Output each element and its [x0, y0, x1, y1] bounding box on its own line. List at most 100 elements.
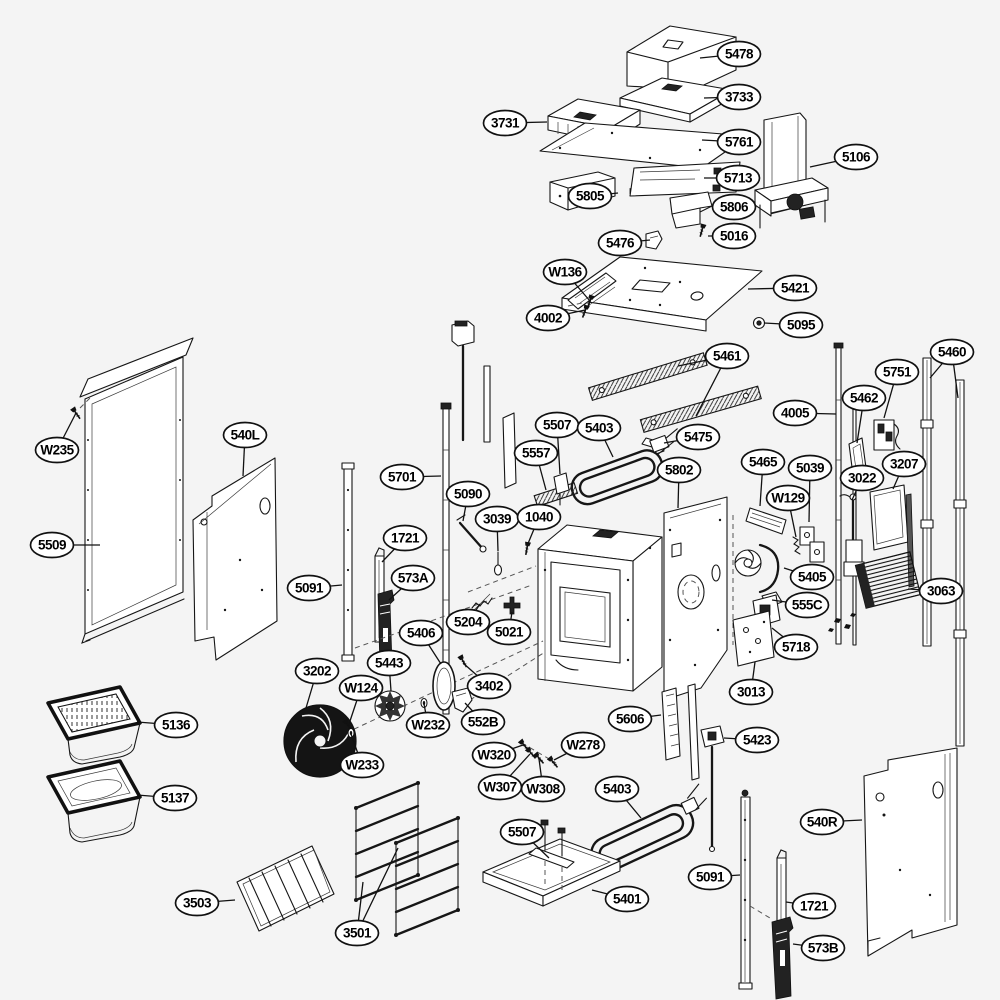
part-oven-cavity	[537, 524, 663, 692]
part-latch-5465	[745, 507, 787, 535]
callout-540l-30: 540L	[222, 421, 268, 477]
part-number-oval	[778, 311, 824, 339]
part-number-oval	[334, 919, 380, 947]
callout-w308-60: W308	[520, 758, 566, 803]
part-number-oval	[516, 503, 562, 531]
part-rail-5091-left	[341, 462, 355, 662]
part-number-oval	[841, 384, 887, 412]
part-number-text: 5106	[842, 150, 871, 165]
part-number-text: 3731	[491, 116, 520, 131]
callout-5106-9: 5106	[809, 143, 879, 171]
assembly-dash-lines	[304, 565, 557, 764]
part-number-text: 3063	[927, 584, 956, 599]
part-number-text: 5751	[883, 365, 912, 380]
callout-1721-69: 1721	[785, 892, 837, 920]
part-number-text: 5204	[454, 615, 483, 630]
part-strip-mid-b	[502, 412, 517, 489]
callout-3202-47: 3202	[294, 657, 340, 709]
callout-5606-55: 5606	[607, 705, 662, 733]
part-number-oval	[715, 164, 761, 192]
callout-5806-6: 5806	[711, 193, 757, 221]
part-number-text: 3501	[343, 926, 372, 941]
part-number-oval	[482, 109, 528, 137]
part-probe-5423	[700, 725, 725, 853]
part-number-text: 5137	[161, 791, 189, 806]
part-number-text: 5401	[613, 892, 642, 907]
part-number-oval	[711, 222, 757, 250]
callout-540r-63: 540R	[799, 808, 863, 836]
callout-5718-42: 5718	[771, 627, 819, 661]
part-number-text: 5476	[606, 236, 635, 251]
part-number-oval	[833, 143, 879, 171]
callout-5423-58: 5423	[723, 726, 780, 754]
part-number-text: 3039	[483, 512, 511, 527]
part-number-text: 5403	[603, 782, 632, 797]
part-number-oval	[222, 421, 268, 449]
part-grommet-5095	[752, 316, 766, 330]
part-screw-5016	[696, 222, 708, 239]
part-number-oval	[765, 484, 811, 512]
callout-5802-23: 5802	[656, 456, 702, 509]
part-number-oval	[716, 128, 762, 156]
part-number-oval	[294, 657, 340, 685]
part-number-text: 5761	[725, 135, 754, 150]
part-broil-pan-5137	[46, 759, 142, 843]
part-number-oval	[576, 414, 622, 442]
callout-3733-1: 3733	[703, 83, 762, 111]
part-number-oval	[687, 863, 733, 891]
part-number-text: W124	[344, 681, 378, 696]
callout-w232-51: W232	[405, 703, 451, 739]
part-number-text: W308	[526, 782, 560, 797]
part-number-text: 5507	[543, 418, 571, 433]
part-number-oval	[800, 934, 846, 962]
part-number-oval	[918, 577, 964, 605]
part-gasket-ring-5406	[432, 661, 456, 711]
part-number-text: 552B	[468, 715, 499, 730]
part-number-text: 5403	[585, 421, 614, 436]
part-number-oval	[153, 711, 199, 739]
callout-5016-8: 5016	[708, 222, 757, 250]
callout-1040-34: 1040	[516, 503, 562, 547]
part-number-text: 5507	[508, 825, 536, 840]
callout-573a-37: 573A	[388, 564, 436, 601]
part-number-oval	[597, 229, 643, 257]
part-number-oval	[398, 619, 444, 647]
callout-3402-50: 3402	[462, 662, 512, 700]
part-number-text: 1721	[391, 531, 420, 546]
callout-3039-33: 3039	[474, 505, 520, 552]
part-number-oval	[704, 342, 750, 370]
part-strip-mid-a	[483, 365, 491, 443]
leader-line	[356, 847, 399, 934]
callout-3501-68: 3501	[334, 847, 399, 947]
part-number-text: 4005	[781, 406, 810, 421]
part-number-oval	[773, 633, 819, 661]
part-grille-3063	[854, 551, 922, 609]
part-number-text: 540R	[807, 815, 838, 830]
callout-5462-18: 5462	[841, 384, 887, 444]
part-number-oval	[513, 439, 559, 467]
part-board-3013	[732, 610, 775, 667]
part-number-oval	[740, 448, 786, 476]
callout-1721-36: 1721	[381, 524, 428, 563]
part-number-oval	[286, 574, 332, 602]
part-number-oval	[499, 818, 545, 846]
part-5021	[503, 596, 521, 615]
part-number-text: W136	[548, 265, 582, 280]
callout-w235-29: W235	[34, 412, 80, 464]
part-wire-rack-3503	[236, 845, 335, 932]
callout-3503-67: 3503	[174, 889, 236, 917]
part-number-oval	[874, 358, 920, 386]
callout-5478-0: 5478	[699, 40, 762, 68]
part-number-oval	[567, 182, 613, 210]
part-number-text: 5802	[665, 463, 693, 478]
part-strip-5606	[661, 683, 700, 781]
parts-layer	[46, 25, 967, 1000]
part-number-oval	[366, 649, 412, 677]
part-number-text: 5509	[38, 538, 66, 553]
callout-3013-46: 3013	[728, 661, 774, 706]
part-number-oval	[604, 885, 650, 913]
callout-5460-16: 5460	[929, 338, 975, 399]
part-number-oval	[839, 464, 885, 492]
callout-5465-24: 5465	[740, 448, 786, 507]
part-number-text: 5405	[798, 570, 827, 585]
